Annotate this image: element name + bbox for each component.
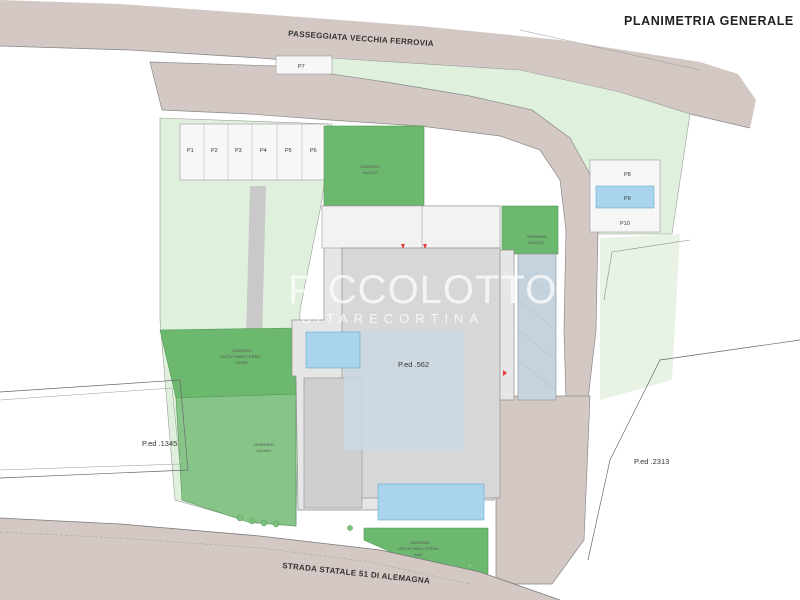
garden-unit-e-sub: UNITÀ E: [528, 240, 544, 245]
entry-marker-c: [423, 244, 427, 249]
pool-south: [377, 483, 485, 521]
parking-dividers: [203, 124, 303, 180]
parking-p2: P2: [211, 148, 218, 154]
garden-ground-s-title: GIARDINO: [410, 540, 430, 545]
tree-row: [236, 514, 473, 569]
parking-p8: P8: [624, 172, 631, 178]
garden-ground-n-dir: NORD: [236, 360, 248, 365]
pool-p9: [595, 185, 655, 209]
parking-p6: P6: [310, 148, 317, 154]
garden-unit-e-title: GIARDINO: [527, 234, 547, 239]
parking-p3: P3: [235, 148, 242, 154]
state-road-edge: [0, 517, 561, 600]
garden-ground-s-sub: UNITÀ PIANO TERRA: [398, 546, 438, 551]
garden-unit-d: [323, 125, 425, 207]
parking-p1: P1: [187, 148, 194, 154]
east-lawn-strip: [600, 234, 680, 400]
state-road-edge-2: [0, 531, 471, 585]
garden-ground-n-sub: UNITÀ PIANO TERRA: [220, 354, 260, 359]
parcel-main-label: P.ed .562: [398, 360, 429, 369]
entry-marker-e: [503, 370, 507, 376]
parcel-east-outline: [587, 339, 800, 561]
parcel-east-label: P.ed .2313: [634, 457, 669, 466]
parking-p9: P9: [624, 196, 631, 202]
garden-villino-title: GIARDINO: [254, 442, 274, 447]
driveway-south: [495, 395, 591, 585]
parking-p7: P7: [298, 64, 305, 70]
garden-unit-e: [501, 205, 559, 255]
state-road: [0, 518, 560, 600]
garden-villino-sub: VILLINO: [256, 448, 271, 453]
promenade-line: [519, 29, 701, 71]
garden-ground-n-title: GIARDINO: [232, 348, 252, 353]
parking-p7-bay: [275, 55, 333, 75]
pool-west: [305, 331, 361, 369]
parcel-west-outline-2: [0, 387, 181, 471]
garden-unit-d-sub: UNITÀ D: [362, 170, 378, 175]
parcel-west-label: P.ed .1345: [142, 439, 177, 448]
parcel-west-outline: [0, 379, 189, 479]
garden-unit-d-title: GIARDINO: [360, 164, 380, 169]
glazed-roof-centre: [344, 330, 464, 450]
garden-ground-s-dir: SUD: [414, 552, 423, 557]
plan-title: PLANIMETRIA GENERALE: [624, 14, 794, 28]
skylight-hatching: [517, 269, 557, 391]
parking-row-west: [179, 123, 329, 181]
entry-marker-d: [401, 244, 405, 249]
parking-p5: P5: [285, 148, 292, 154]
parcel-east-outline-2: [603, 239, 691, 301]
garden-villino: [175, 393, 297, 527]
parking-p4: P4: [260, 148, 267, 154]
skylight-east: [517, 253, 557, 401]
parking-p10: P10: [620, 221, 630, 227]
building-north-entry: [321, 205, 501, 249]
